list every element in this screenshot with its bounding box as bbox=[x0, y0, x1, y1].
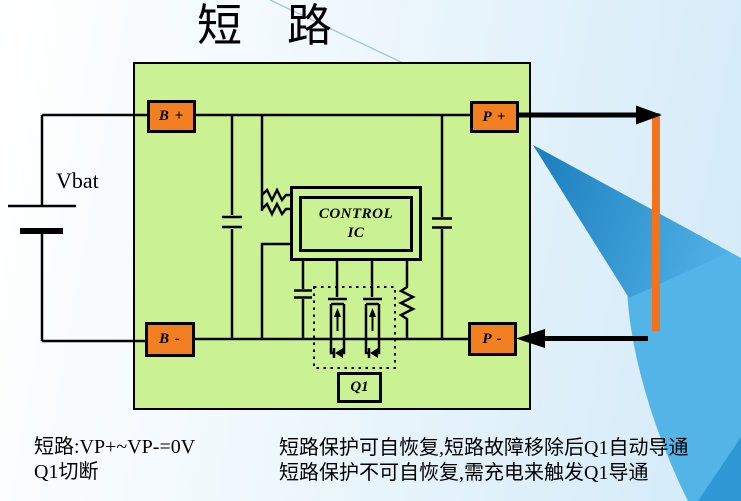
gate-lines bbox=[335, 261, 374, 297]
port-b-minus: B - bbox=[145, 322, 195, 357]
control-ic-inner-box: CONTROL IC bbox=[299, 196, 413, 252]
control-ic-label-line1: CONTROL bbox=[318, 206, 394, 222]
control-ic-label-line2: IC bbox=[347, 225, 365, 241]
return-arrow-left bbox=[516, 329, 648, 348]
port-b-minus-label: B - bbox=[159, 331, 181, 347]
swoosh-corner bbox=[698, 437, 741, 501]
port-p-minus-label: P - bbox=[482, 330, 503, 347]
load-bar bbox=[652, 113, 660, 331]
port-b-plus: B + bbox=[147, 100, 196, 133]
sense-resistors bbox=[260, 116, 290, 338]
note-right-line2: 短路保护不可自恢复,需充电来触发Q1导通 bbox=[279, 462, 649, 484]
swoosh-wedge bbox=[533, 145, 730, 298]
q1-box: Q1 bbox=[337, 372, 382, 403]
note-right-line1: 短路保护可自恢复,短路故障移除后Q1自动导通 bbox=[279, 437, 689, 459]
battery-symbol bbox=[8, 113, 147, 343]
vbat-label: Vbat bbox=[56, 168, 99, 193]
q1-label: Q1 bbox=[350, 379, 369, 395]
note-left-line1: 短路:VP+~VP-=0V bbox=[34, 436, 196, 458]
mosfet-dotted-box bbox=[313, 286, 396, 369]
port-p-plus-label: P + bbox=[482, 108, 507, 125]
slide-title: 短 路 bbox=[197, 1, 333, 51]
resistor-vertical bbox=[398, 261, 416, 338]
mosfet-right bbox=[363, 297, 382, 358]
control-ic-box: CONTROL IC bbox=[290, 186, 422, 261]
capacitor-left bbox=[222, 116, 242, 338]
note-left-line2: Q1切断 bbox=[34, 461, 99, 483]
mosfet-left bbox=[328, 297, 347, 358]
note-left: 短路:VP+~VP-=0V Q1切断 bbox=[34, 435, 195, 485]
note-right: 短路保护可自恢复,短路故障移除后Q1自动导通 短路保护不可自恢复,需充电来触发Q… bbox=[279, 436, 688, 486]
port-b-plus-label: B + bbox=[158, 108, 185, 124]
port-p-plus: P + bbox=[470, 101, 519, 133]
ic-pin-capacitor bbox=[294, 261, 312, 338]
output-arrow-right bbox=[519, 105, 662, 125]
port-p-minus: P - bbox=[468, 322, 517, 356]
decor-thin-line bbox=[269, 0, 404, 64]
capacitor-right bbox=[432, 116, 452, 338]
